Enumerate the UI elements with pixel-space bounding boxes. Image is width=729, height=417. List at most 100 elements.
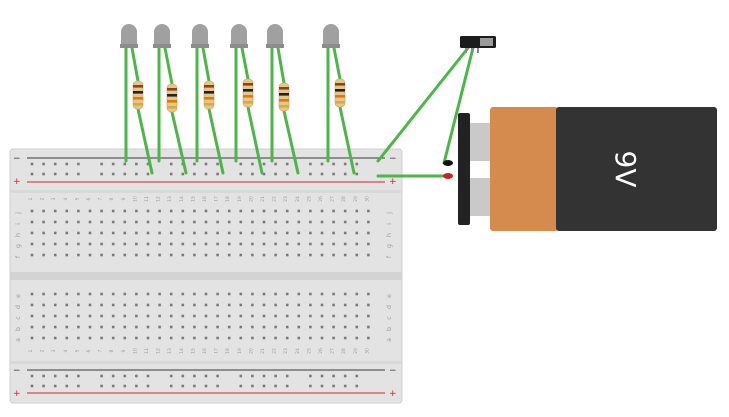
row-letter: g <box>385 244 393 248</box>
rail-hole <box>65 384 69 388</box>
terminal-hole <box>262 209 266 213</box>
terminal-hole <box>251 336 254 340</box>
terminal-hole <box>146 325 150 329</box>
rail-hole <box>309 374 312 378</box>
terminal-hole <box>53 314 57 318</box>
terminal-hole <box>181 231 185 235</box>
column-number: 5 <box>74 349 80 352</box>
rail-hole <box>42 162 45 166</box>
terminal-hole <box>193 253 196 257</box>
rail-hole <box>193 384 196 388</box>
terminal-hole <box>251 242 254 246</box>
terminal-hole <box>53 292 57 296</box>
column-number: 6 <box>86 349 92 352</box>
rail-hole <box>216 172 219 176</box>
led-rim <box>153 44 171 48</box>
terminal-hole <box>216 231 219 235</box>
top-rail-divider <box>10 190 402 193</box>
terminal-hole <box>123 209 127 213</box>
terminal-hole <box>285 303 289 307</box>
resistor-lead <box>136 107 154 175</box>
terminal-hole <box>77 336 80 340</box>
terminal-hole <box>135 253 138 257</box>
row-letter: i <box>14 223 22 225</box>
rail-hole <box>146 162 150 166</box>
rail-sign-positive-bottom-right: + <box>389 389 397 399</box>
rail-hole <box>216 384 219 388</box>
column-number: 21 <box>260 196 266 202</box>
rail-hole <box>193 172 196 176</box>
terminal-hole <box>216 314 219 318</box>
terminal-hole <box>251 209 254 213</box>
terminal-hole <box>204 314 208 318</box>
resistor-band <box>133 103 143 106</box>
resistor-band <box>167 94 177 97</box>
row-letter: g <box>14 244 22 248</box>
terminal-hole <box>239 325 243 329</box>
terminal-hole <box>65 303 69 307</box>
column-number: 27 <box>330 196 336 202</box>
terminal-hole <box>332 253 335 257</box>
terminal-hole <box>111 220 115 224</box>
rail-hole <box>251 162 254 166</box>
terminal-hole <box>30 209 34 213</box>
terminal-hole <box>309 220 312 224</box>
rail-hole <box>53 374 57 378</box>
resistor-band <box>335 83 345 86</box>
resistor-lead <box>338 105 356 175</box>
terminal-hole <box>100 220 103 224</box>
terminal-hole <box>169 253 173 257</box>
terminal-hole <box>53 209 57 213</box>
terminal-hole <box>320 303 324 307</box>
column-number: 14 <box>179 348 185 354</box>
column-number: 10 <box>132 196 138 202</box>
terminal-hole <box>309 209 312 213</box>
resistor-band <box>167 106 177 109</box>
column-number: 20 <box>248 196 254 202</box>
terminal-hole <box>111 242 115 246</box>
rail-hole <box>42 384 45 388</box>
terminal-hole <box>158 325 161 329</box>
terminal-hole <box>204 336 208 340</box>
terminal-hole <box>274 220 277 224</box>
terminal-hole <box>111 292 115 296</box>
terminal-hole <box>309 325 312 329</box>
terminal-hole <box>297 292 301 296</box>
terminal-hole <box>65 325 69 329</box>
terminal-hole <box>181 325 185 329</box>
terminal-hole <box>158 209 161 213</box>
switch-slider[interactable] <box>480 38 493 46</box>
terminal-hole <box>146 314 150 318</box>
terminal-hole <box>88 209 92 213</box>
rail-hole <box>123 162 127 166</box>
terminal-hole <box>251 220 254 224</box>
column-number: 19 <box>237 348 243 354</box>
terminal-hole <box>53 325 57 329</box>
column-number: 16 <box>202 196 208 202</box>
terminal-hole <box>216 242 219 246</box>
battery-snap-cap <box>458 113 470 225</box>
terminal-hole <box>204 325 208 329</box>
rail-hole <box>181 384 185 388</box>
terminal-hole <box>169 242 173 246</box>
terminal-hole <box>297 253 301 257</box>
rail-hole <box>355 384 359 388</box>
terminal-hole <box>30 292 34 296</box>
rail-sign-negative-top-right: − <box>389 154 397 164</box>
row-letter: j <box>14 212 22 215</box>
terminal-hole <box>88 220 92 224</box>
terminal-hole <box>181 314 185 318</box>
resistor-band <box>243 95 253 98</box>
terminal-hole <box>355 242 359 246</box>
rail-hole <box>204 384 208 388</box>
terminal-hole <box>227 209 231 213</box>
slide-switch[interactable] <box>460 36 496 53</box>
terminal-hole <box>262 303 266 307</box>
terminal-hole <box>65 292 69 296</box>
switch-pin-1 <box>465 48 467 53</box>
rail-hole <box>343 172 347 176</box>
column-number: 13 <box>167 348 173 354</box>
column-number: 8 <box>109 197 115 200</box>
column-number: 23 <box>283 196 289 202</box>
terminal-hole <box>274 209 277 213</box>
